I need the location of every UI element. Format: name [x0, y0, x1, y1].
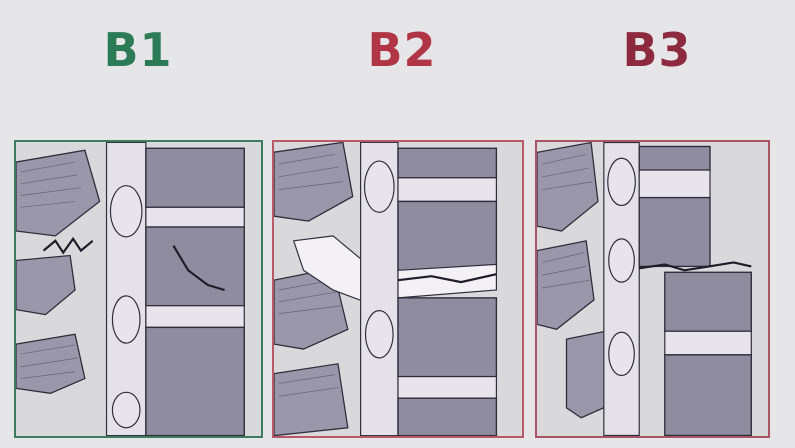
vertebral-body — [665, 272, 752, 331]
intervertebral-disc — [639, 170, 710, 198]
fracture-gap — [398, 264, 496, 297]
posterior-element — [16, 334, 85, 393]
spine-illustration-b2 — [274, 142, 522, 436]
vertebral-body — [398, 298, 496, 377]
panel-label-b3: B3 — [597, 22, 717, 78]
vertebral-body — [639, 198, 710, 267]
intervertebral-disc — [398, 178, 496, 202]
vertebral-body — [398, 398, 496, 435]
vertebral-body — [639, 146, 710, 170]
posterior-element — [16, 256, 75, 315]
spine-illustration-b3 — [537, 142, 768, 436]
posterior-element — [537, 241, 594, 329]
intervertebral-disc — [665, 331, 752, 355]
vertebral-body — [398, 148, 496, 178]
panel-label-b1: B1 — [78, 22, 198, 78]
panel-b1 — [14, 140, 263, 438]
spine-illustration-b1 — [16, 142, 261, 436]
vertebral-body — [146, 227, 244, 306]
panel-b3 — [535, 140, 770, 438]
panel-b2 — [272, 140, 524, 438]
posterior-element — [16, 150, 100, 236]
vertebral-body — [398, 201, 496, 270]
posterior-element — [537, 143, 598, 231]
vertebral-body — [146, 148, 244, 207]
intervertebral-disc — [146, 207, 244, 227]
vertebral-body — [665, 355, 752, 436]
posterior-element — [274, 364, 348, 436]
intervertebral-disc — [146, 306, 244, 328]
intervertebral-disc — [398, 377, 496, 399]
vertebral-body — [146, 327, 244, 435]
panel-label-b2: B2 — [342, 22, 462, 78]
